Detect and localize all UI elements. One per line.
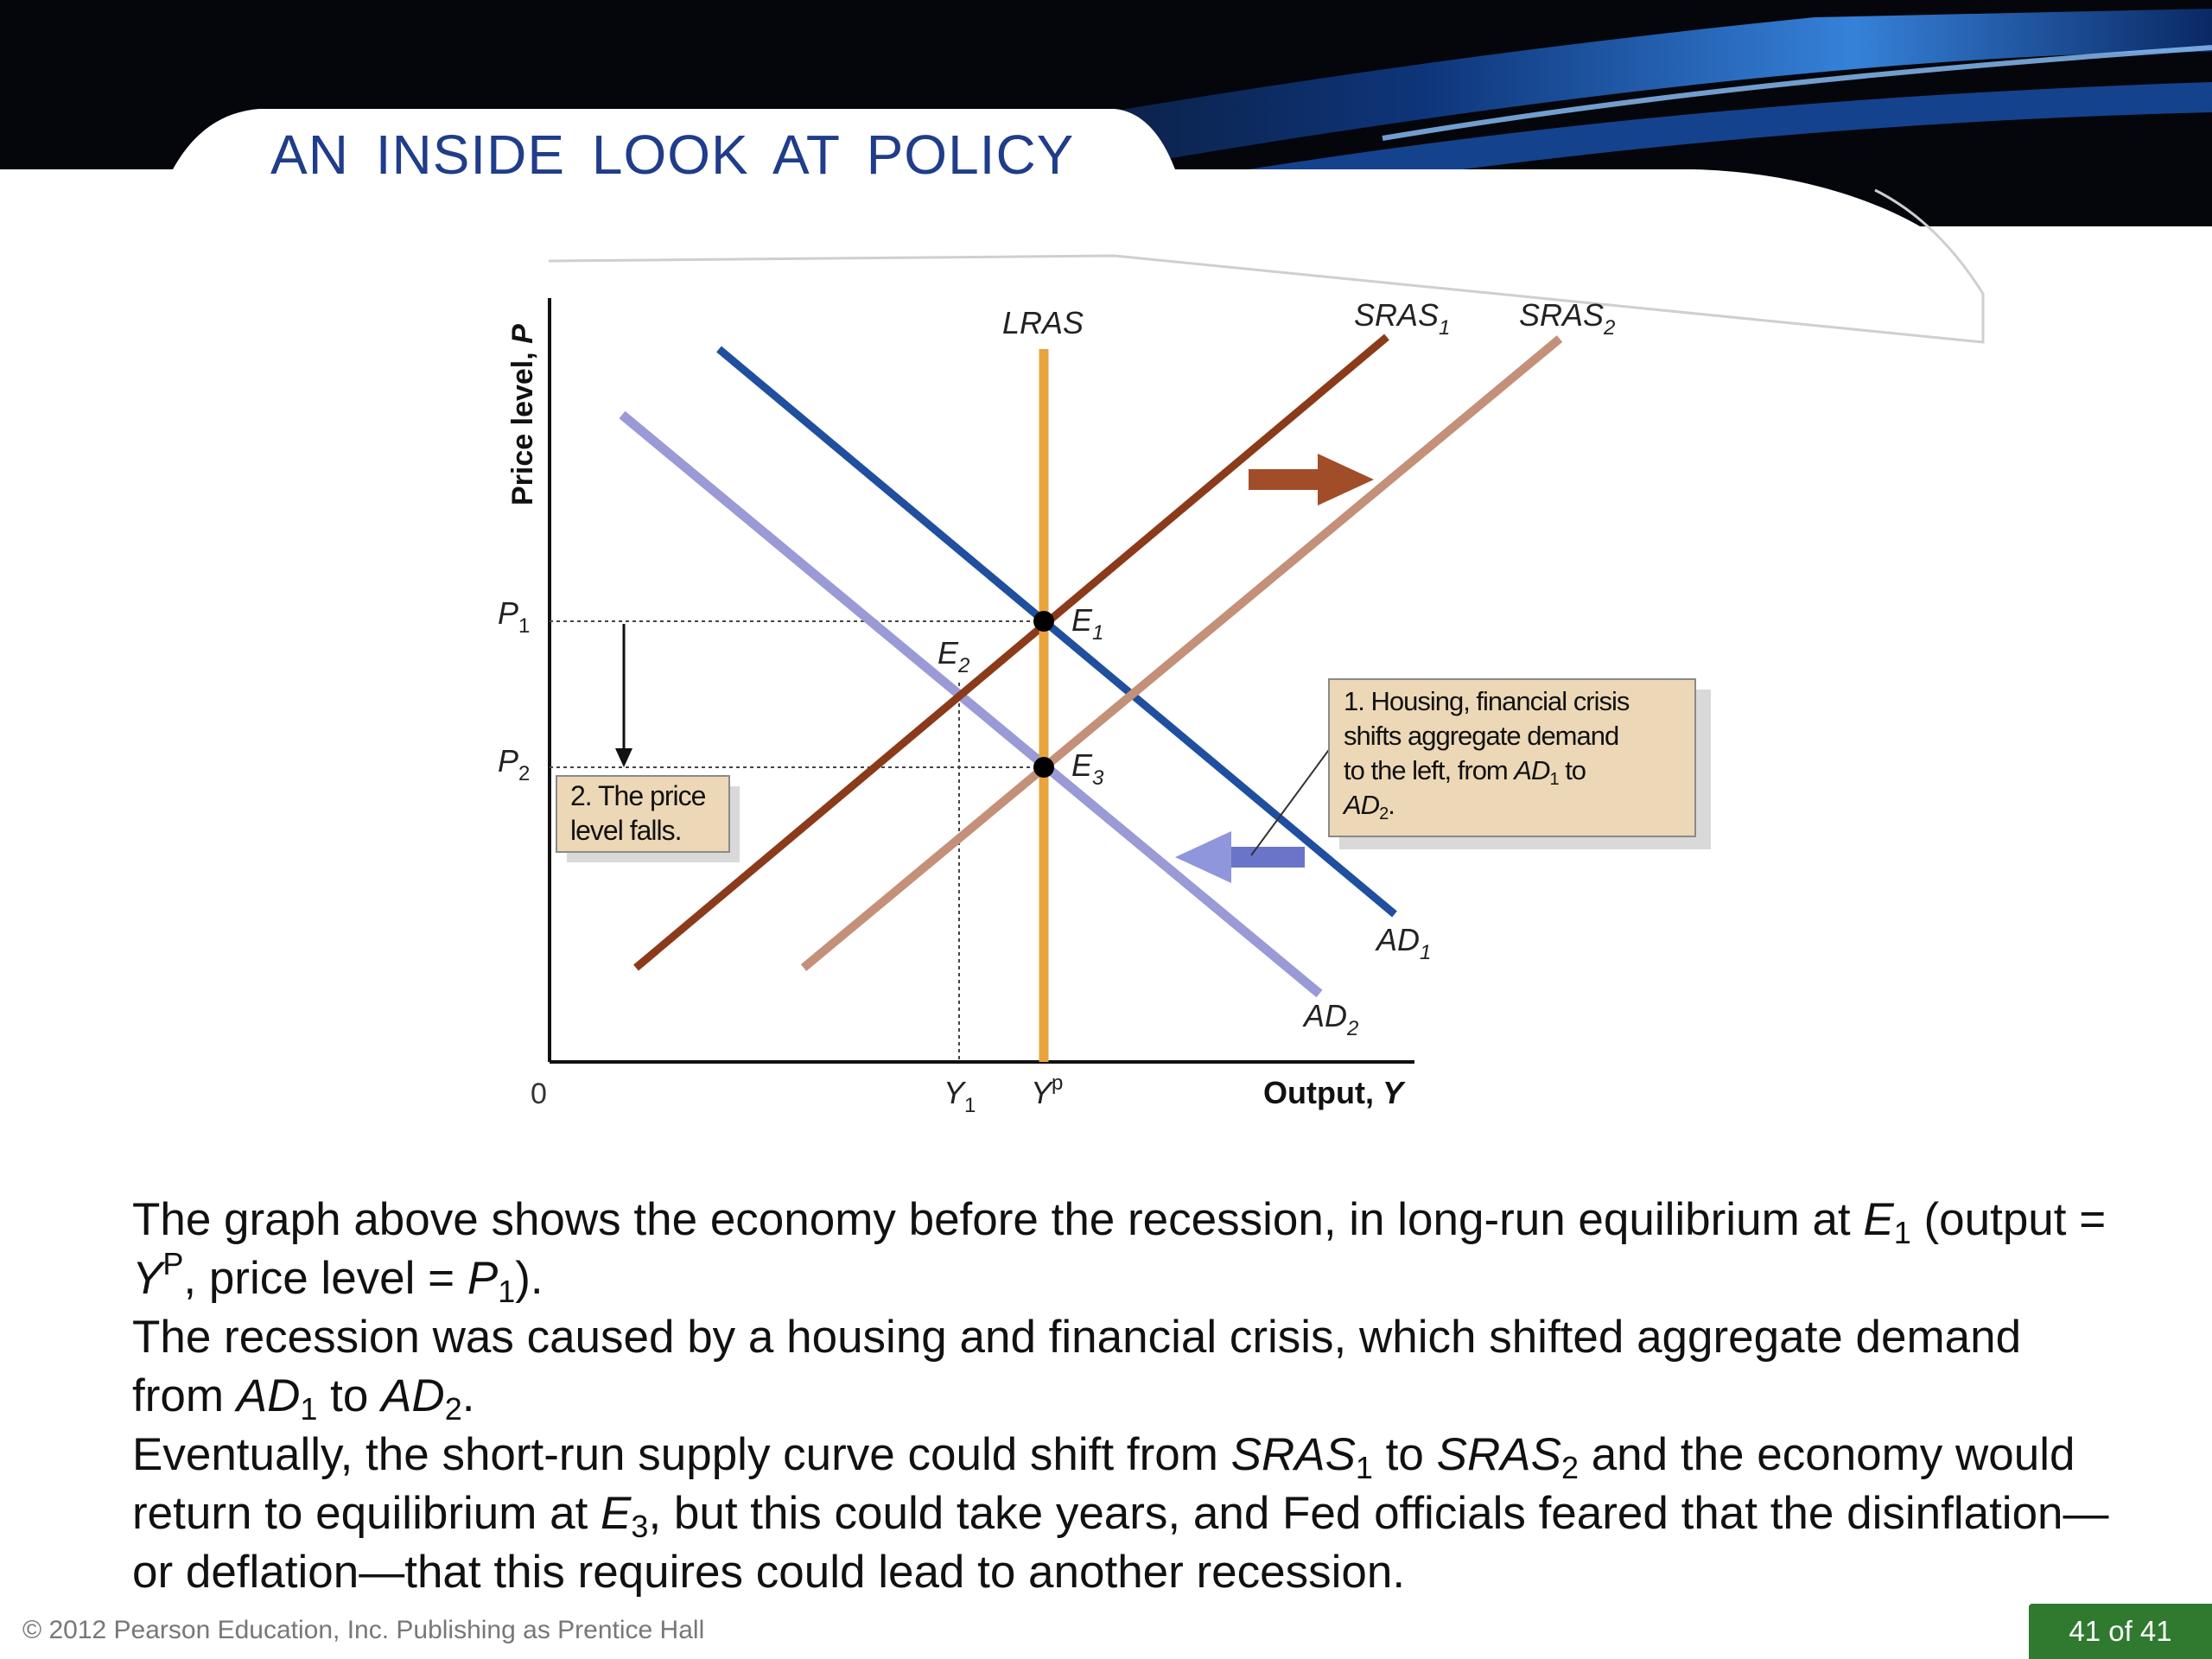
svg-text:to the left, from AD1 to: to the left, from AD1 to [1344, 755, 1586, 789]
label-sras2: SRAS2 [1519, 297, 1615, 340]
header-banner [0, 0, 2212, 242]
price-fall-arrowhead [615, 748, 632, 767]
ad1-curve [716, 346, 1397, 918]
tick-y1: Y1 [944, 1075, 976, 1117]
label-e2: E2 [938, 635, 969, 677]
body-paragraph-1: The graph above shows the economy before… [132, 1194, 2107, 1309]
tick-yp: Yp [1031, 1071, 1063, 1110]
sras2-curve [800, 335, 1563, 971]
y-axis-label: Price level, P [506, 324, 539, 505]
page-indicator: 41 of 41 [2029, 1604, 2212, 1659]
point-e3 [1033, 757, 1054, 778]
svg-text:shifts aggregate demand: shifts aggregate demand [1344, 721, 1618, 751]
label-ad2: AD2 [1302, 998, 1358, 1040]
svg-text:level falls.: level falls. [570, 815, 682, 846]
callout-price-falls: 2. The price level falls. [556, 775, 740, 862]
origin-label: 0 [531, 1077, 547, 1110]
ad-as-diagram: 2. The price level falls. 1. Housing, fi… [498, 188, 1985, 1117]
body-paragraph-3: Eventually, the short-run supply curve c… [132, 1429, 2109, 1598]
callout-demand-shift: 1. Housing, financial crisis shifts aggr… [1328, 678, 1711, 849]
label-e3: E3 [1071, 747, 1104, 790]
label-lras: LRAS [1002, 305, 1084, 340]
copyright-notice: © 2012 Pearson Education, Inc. Publishin… [22, 1616, 705, 1644]
label-ad1: AD1 [1375, 922, 1431, 964]
point-e1 [1033, 611, 1054, 632]
body-text: The graph above shows the economy before… [132, 1191, 2120, 1602]
sras1-curve [633, 334, 1389, 971]
diagram-frame [548, 188, 1985, 344]
label-sras1: SRAS1 [1354, 297, 1450, 340]
ad2-curve [619, 410, 1323, 998]
callout-connector [1250, 747, 1332, 856]
svg-text:AD2.: AD2. [1342, 790, 1395, 823]
svg-text:1. Housing, financial crisis: 1. Housing, financial crisis [1344, 686, 1630, 716]
svg-text:2. The price: 2. The price [570, 780, 706, 811]
tick-p1: P1 [498, 595, 530, 638]
body-paragraph-2: The recession was caused by a housing an… [132, 1312, 2022, 1427]
tick-p2: P2 [498, 743, 530, 785]
sras-shift-arrow [1249, 454, 1374, 505]
label-e1: E1 [1071, 602, 1103, 645]
ad-shift-arrow [1175, 831, 1305, 883]
x-axis-label: Output, Y [1263, 1075, 1406, 1110]
slide-title: AN INSIDE LOOK AT POLICY [270, 124, 1075, 186]
